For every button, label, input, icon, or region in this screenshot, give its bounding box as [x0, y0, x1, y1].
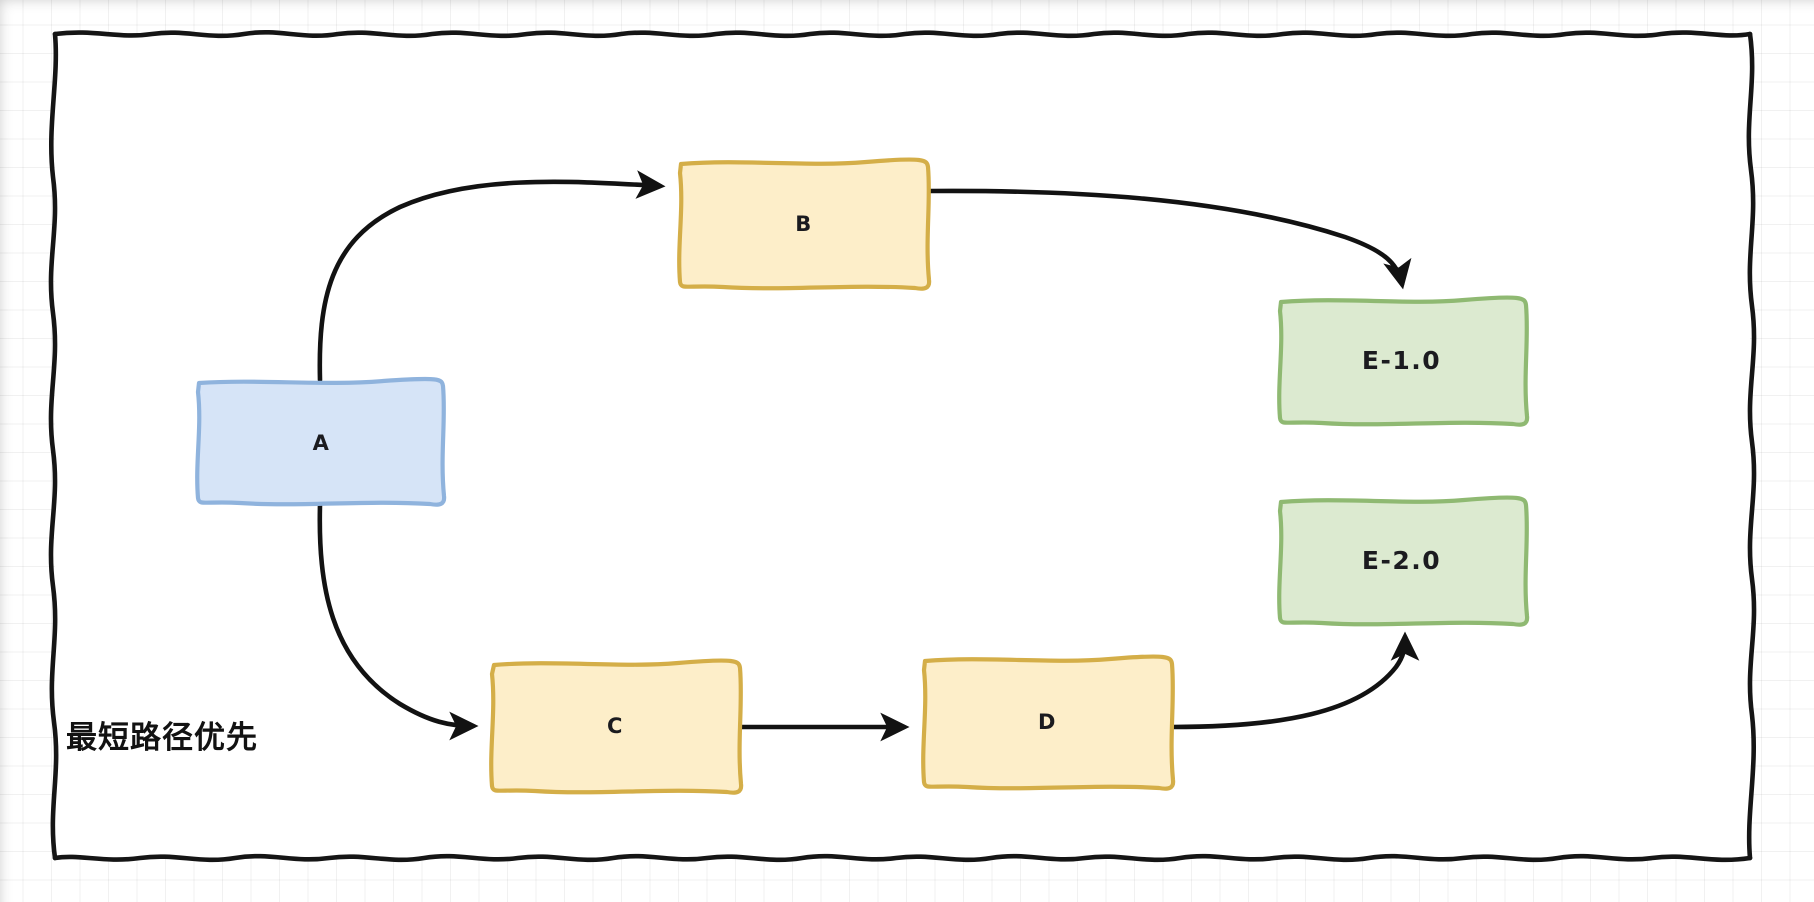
node-e1-label: E-1.0 [1361, 346, 1442, 375]
diagram-caption: 最短路径优先 [66, 720, 258, 756]
edge-b-to-e1 [926, 188, 1412, 290]
node-e2[interactable] [1277, 495, 1530, 627]
edge-a-to-b [317, 170, 666, 383]
node-a-label: A [312, 430, 330, 455]
node-d[interactable] [921, 654, 1176, 791]
node-e2-label: E-2.0 [1361, 546, 1442, 575]
edge-d-to-e2 [1169, 631, 1420, 730]
node-b-label: B [795, 212, 812, 236]
node-d-label: D [1038, 710, 1056, 734]
outer-frame [48, 29, 1757, 863]
node-e1[interactable] [1277, 295, 1530, 427]
edge-a-to-c [317, 502, 479, 741]
node-c[interactable] [489, 658, 744, 795]
node-b[interactable] [677, 157, 932, 291]
node-c-label: C [607, 714, 623, 738]
node-a[interactable] [195, 376, 447, 507]
